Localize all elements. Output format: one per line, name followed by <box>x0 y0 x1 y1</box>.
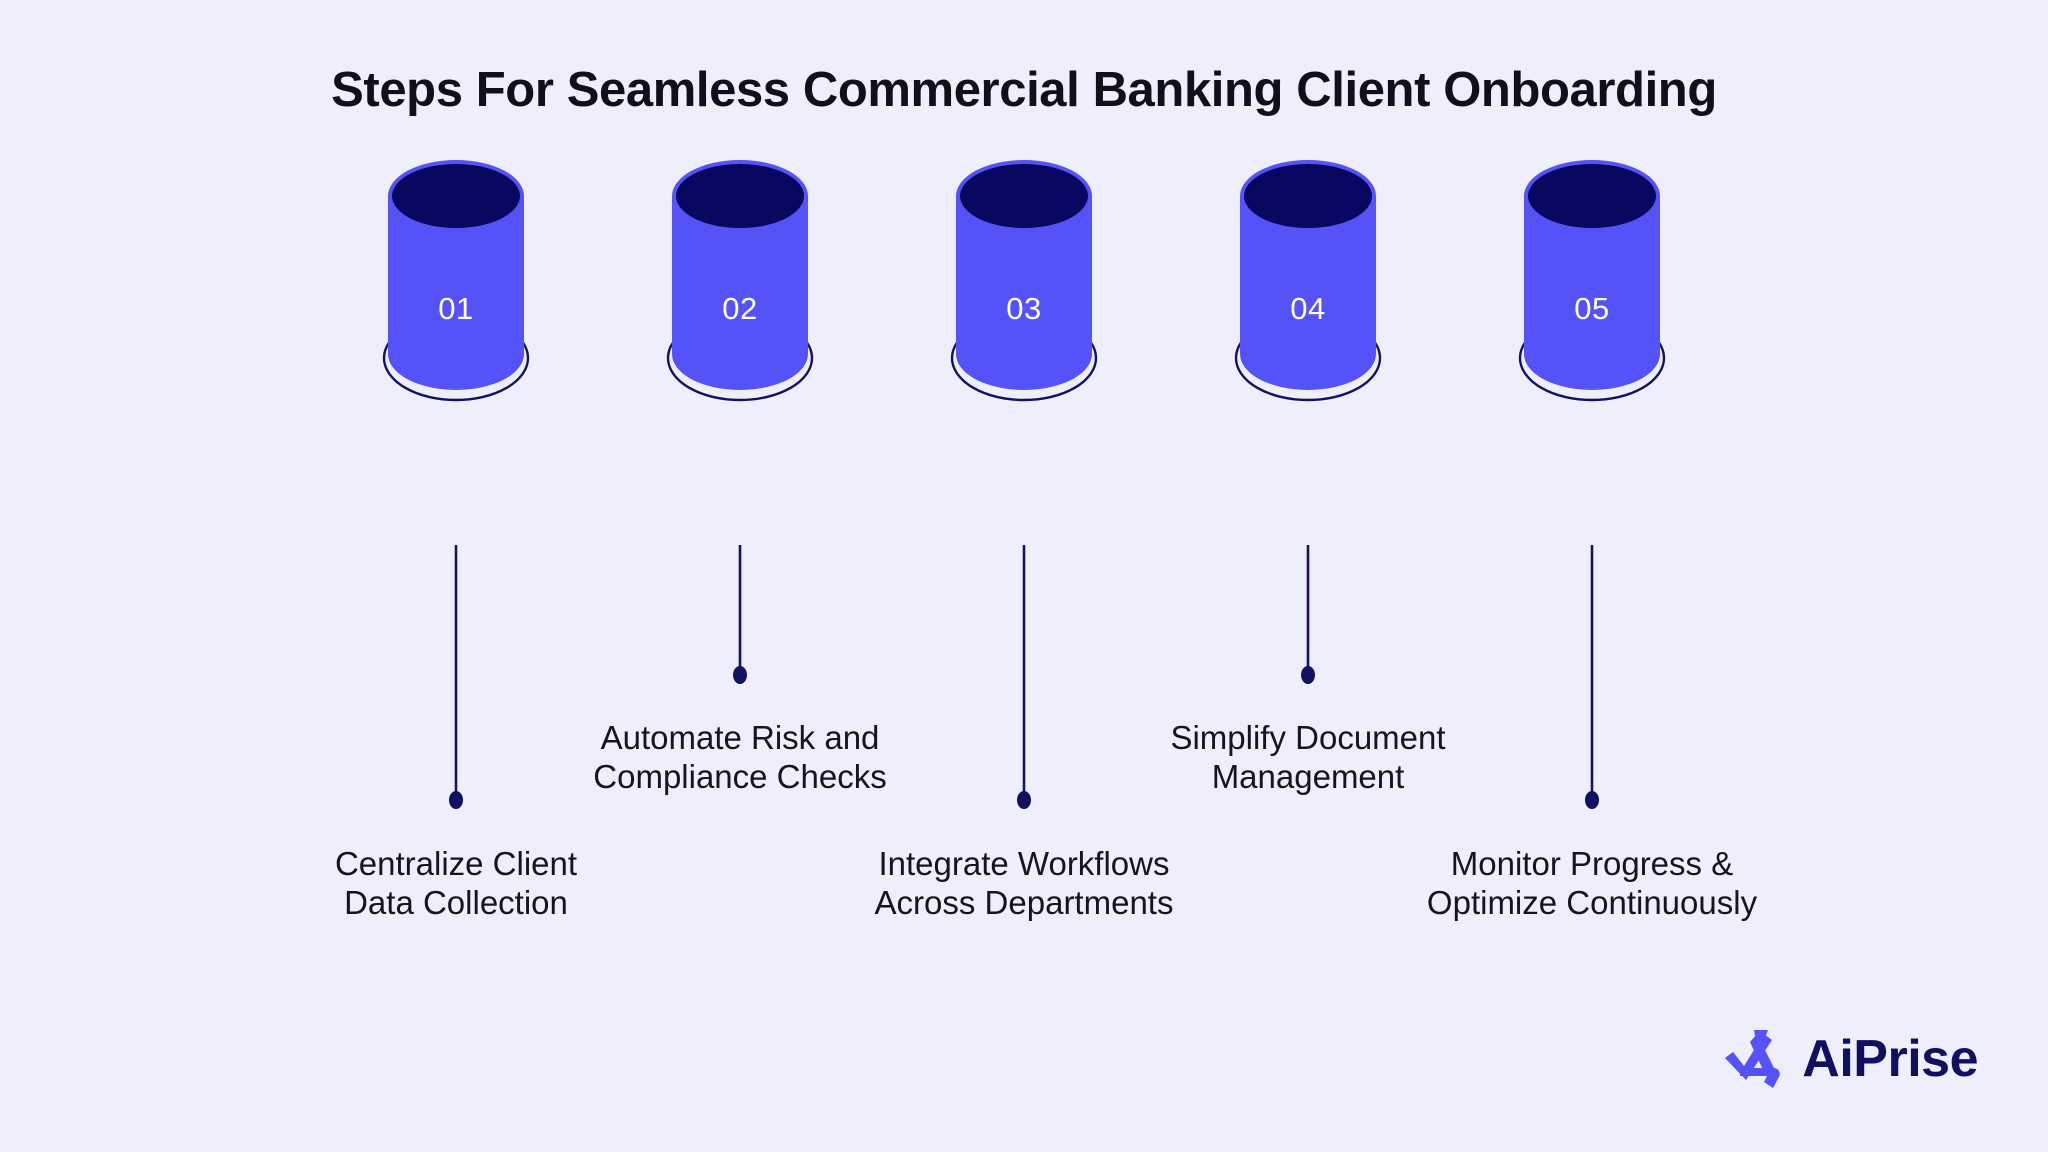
aiprise-logo-text: AiPrise <box>1802 1030 1978 1088</box>
step-caption-line1-04: Simplify Document <box>1170 719 1446 756</box>
step-cylinder-top-01 <box>392 164 520 228</box>
step-cylinder-top-05 <box>1528 164 1656 228</box>
step-caption-line2-05: Optimize Continuously <box>1426 883 1758 921</box>
step-cylinder-top-03 <box>960 164 1088 228</box>
step-caption-line2-01: Data Collection <box>344 883 568 921</box>
step-number-03: 03 <box>1006 291 1042 326</box>
connector-dot-04 <box>1301 666 1315 684</box>
step-caption-line1-01: Centralize Client <box>334 845 578 882</box>
connector-dot-01 <box>449 791 463 809</box>
step-caption-line2-03: Across Departments <box>874 883 1174 921</box>
step-number-04: 04 <box>1290 291 1326 326</box>
step-number-05: 05 <box>1574 291 1610 326</box>
step-cylinder-top-02 <box>676 164 804 228</box>
step-caption-line2-04: Management <box>1211 757 1405 795</box>
step-number-01: 01 <box>438 291 474 326</box>
aiprise-logo: AiPrise <box>1724 1028 1978 1090</box>
connector-dot-02 <box>733 666 747 684</box>
aiprise-logo-mark-icon <box>1725 1030 1781 1088</box>
page-title: Steps For Seamless Commercial Banking Cl… <box>331 63 1717 117</box>
step-caption-line1-05: Monitor Progress & <box>1450 845 1734 882</box>
step-caption-line1-02: Automate Risk and <box>600 719 880 756</box>
step-caption-line1-03: Integrate Workflows <box>878 845 1170 882</box>
step-caption-line2-02: Compliance Checks <box>593 757 887 795</box>
step-cylinder-top-04 <box>1244 164 1372 228</box>
connector-dot-03 <box>1017 791 1031 809</box>
step-caption-05: Monitor Progress &Optimize Continuously <box>1427 845 1757 923</box>
step-number-02: 02 <box>722 291 758 326</box>
connector-dot-05 <box>1585 791 1599 809</box>
